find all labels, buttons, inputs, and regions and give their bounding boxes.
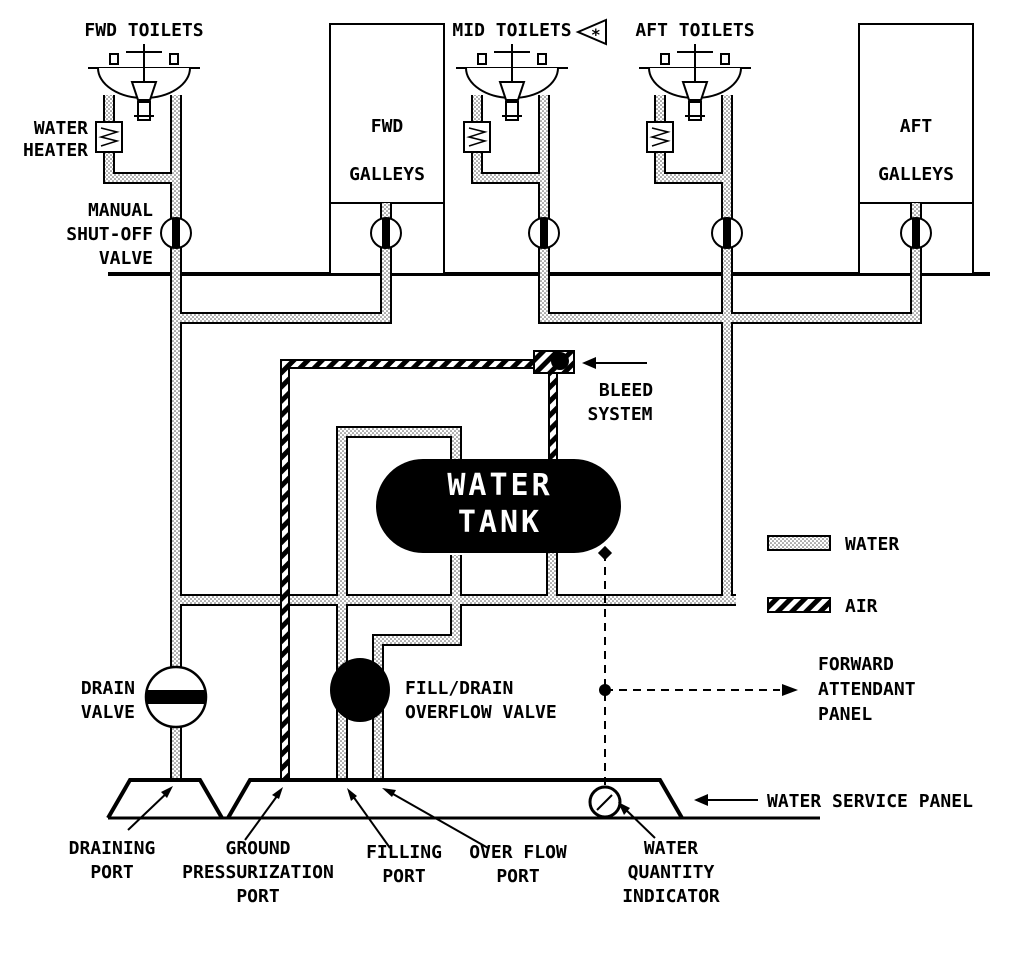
mid-toilets-note: * — [591, 25, 601, 44]
ground-pressurization-label-1: GROUND — [225, 838, 290, 859]
water-quantity-label-3: INDICATOR — [622, 886, 720, 907]
fill-drain-label-1: FILL/DRAIN — [405, 678, 513, 699]
bleed-valve — [533, 350, 575, 374]
drain-valve-label-1: DRAIN — [81, 678, 135, 699]
water-heater-mid — [463, 121, 491, 153]
air-pipes — [280, 359, 558, 780]
note-flag — [575, 18, 607, 46]
bleed-arrow — [582, 357, 647, 369]
fwd-galleys-label-2: GALLEYS — [349, 164, 425, 185]
aft-galleys-label-2: GALLEYS — [878, 164, 954, 185]
draining-port-label-2: PORT — [90, 862, 134, 883]
fill-drain-label-2: OVERFLOW VALVE — [405, 702, 557, 723]
shutoff-valve-aft-toilets — [711, 217, 743, 249]
fwd-toilets-label: FWD TOILETS — [84, 20, 203, 41]
overflow-port-label-1: OVER FLOW — [469, 842, 567, 863]
manual-shutoff-label-2: SHUT-OFF — [66, 224, 153, 245]
forward-attendant-label-3: PANEL — [818, 704, 872, 725]
drain-valve-label-2: VALVE — [81, 702, 135, 723]
mid-toilets-label: MID TOILETS — [452, 20, 571, 41]
manual-shutoff-label-3: VALVE — [99, 248, 153, 269]
quantity-signal-line — [597, 545, 798, 790]
shutoff-valve-aft-galleys — [900, 217, 932, 249]
bleed-system-label-2: SYSTEM — [587, 404, 652, 425]
water-heater-fwd — [95, 121, 123, 153]
mid-toilet-basin — [456, 44, 568, 121]
legend-air-swatch — [767, 597, 831, 613]
water-tank — [376, 459, 621, 553]
aft-galleys-label-1: AFT — [900, 116, 933, 137]
water-quantity-label-2: QUANTITY — [628, 862, 715, 883]
ground-pressurization-label-2: PRESSURIZATION — [182, 862, 334, 883]
water-service-panel-label: WATER SERVICE PANEL — [767, 791, 973, 812]
water-heater-label-2: HEATER — [23, 140, 88, 161]
draining-port-label-1: DRAINING — [69, 838, 156, 859]
drain-valve — [144, 665, 208, 729]
forward-attendant-label-1: FORWARD — [818, 654, 894, 675]
water-quantity-label-1: WATER — [644, 838, 698, 859]
water-heater-label-1: WATER — [34, 118, 88, 139]
shutoff-valve-fwd-galleys — [370, 217, 402, 249]
shutoff-valve-mid-toilets — [528, 217, 560, 249]
legend-air-label: AIR — [845, 596, 878, 617]
fill-drain-overflow-valve — [330, 658, 390, 722]
aft-toilets-label: AFT TOILETS — [635, 20, 754, 41]
fwd-galleys-label-1: FWD — [371, 116, 404, 137]
ground-pressurization-label-3: PORT — [236, 886, 280, 907]
legend-water-label: WATER — [845, 534, 899, 555]
filling-port-label-2: PORT — [382, 866, 426, 887]
water-quantity-gauge — [588, 785, 622, 819]
legend-water-swatch — [767, 535, 831, 551]
bleed-system-label-1: BLEED — [599, 380, 653, 401]
water-heater-aft — [646, 121, 674, 153]
shutoff-valve-fwd-toilets — [160, 217, 192, 249]
port-pointer-arrows — [127, 786, 758, 849]
aft-toilet-basin — [639, 44, 751, 121]
overflow-port-label-2: PORT — [496, 866, 540, 887]
manual-shutoff-label-1: MANUAL — [88, 200, 153, 221]
water-tank-label-1: WATER — [447, 468, 552, 503]
filling-port-label-1: FILLING — [366, 842, 442, 863]
water-tank-label-2: TANK — [458, 505, 542, 540]
forward-attendant-label-2: ATTENDANT — [818, 679, 916, 700]
water-service-panel-outline — [106, 778, 820, 820]
fwd-toilet-basin — [88, 44, 200, 121]
